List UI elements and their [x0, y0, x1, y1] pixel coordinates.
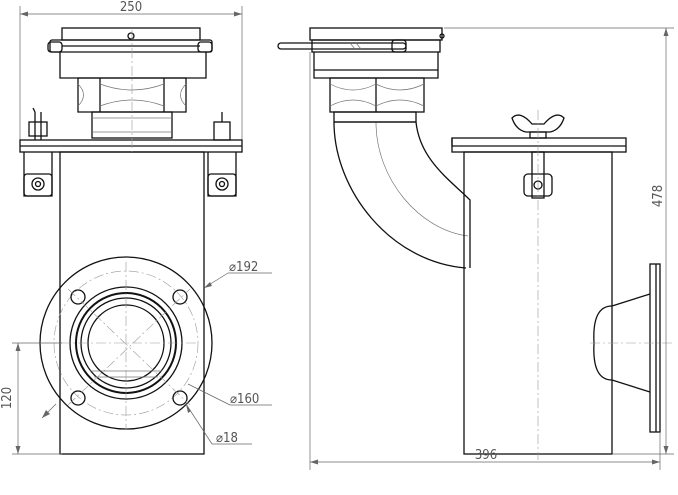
- dim-flange-outer-diameter: ⌀192: [229, 260, 258, 275]
- side-view: [277, 27, 674, 470]
- wing-nut: [511, 114, 565, 133]
- right-ear-hole: [215, 177, 229, 191]
- clamp-cap: [309, 27, 443, 41]
- front-view: [12, 6, 272, 455]
- left-ear-hole: [31, 177, 45, 191]
- dim-bolt-hole-diameter: ⌀18: [216, 431, 238, 446]
- clamp-handle: [277, 42, 407, 50]
- side-flange: [649, 263, 661, 433]
- elbow-pipe: [333, 121, 467, 269]
- bolt-hole: [172, 289, 188, 305]
- bolt-hole: [70, 289, 86, 305]
- bolt-hole: [70, 390, 86, 406]
- lid: [451, 137, 627, 153]
- side-hex-nut: [329, 77, 425, 113]
- bolt-hole: [172, 390, 188, 406]
- dim-outlet-height: 120: [0, 387, 15, 409]
- dim-overall-length: 396: [475, 448, 497, 463]
- dim-bolt-circle-diameter: ⌀160: [230, 392, 259, 407]
- hex-nut: [77, 77, 187, 113]
- dim-overall-height: 478: [651, 185, 666, 207]
- dim-overall-width: 250: [120, 0, 142, 15]
